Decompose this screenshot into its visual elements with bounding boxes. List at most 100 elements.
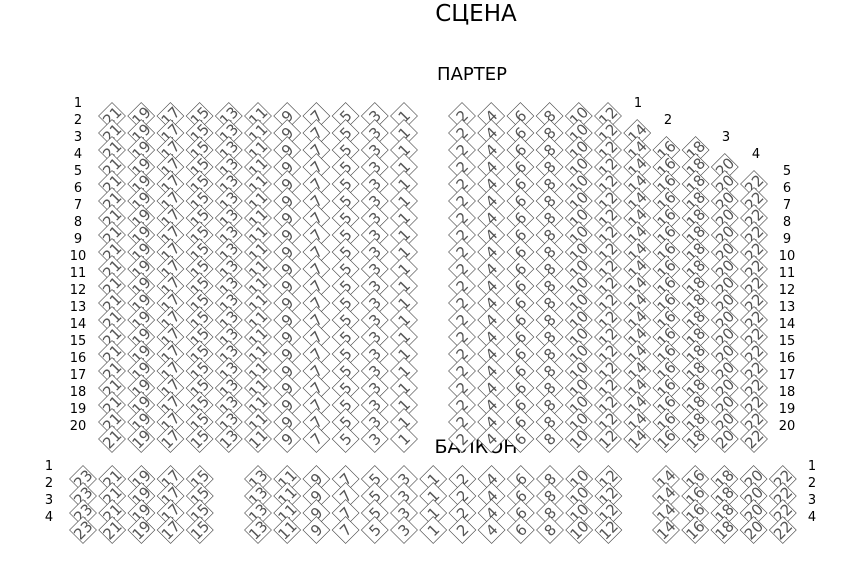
seat[interactable]: 7 [302, 102, 331, 130]
seat[interactable]: 1 [390, 102, 418, 130]
seat[interactable]: 8 [535, 272, 564, 300]
seat[interactable]: 4 [477, 221, 506, 249]
seat[interactable]: 20 [710, 425, 739, 453]
seat[interactable]: 3 [360, 204, 389, 232]
seat[interactable]: 6 [506, 102, 535, 130]
seat[interactable]: 15 [185, 516, 214, 544]
seat[interactable]: 2 [448, 238, 476, 266]
seat[interactable]: 5 [331, 153, 360, 181]
seat[interactable]: 6 [506, 306, 535, 334]
seat[interactable]: 6 [506, 170, 535, 198]
seat[interactable]: 3 [360, 221, 389, 249]
seat[interactable]: 6 [506, 516, 535, 544]
seat[interactable]: 4 [477, 289, 506, 317]
seat[interactable]: 7 [302, 204, 331, 232]
seat[interactable]: 3 [360, 289, 389, 317]
seat[interactable]: 8 [535, 119, 564, 147]
seat[interactable]: 2 [448, 255, 476, 283]
seat[interactable]: 1 [390, 255, 418, 283]
seat[interactable]: 5 [360, 516, 389, 544]
seat[interactable]: 9 [273, 136, 302, 164]
seat[interactable]: 21 [98, 425, 126, 453]
seat[interactable]: 2 [448, 340, 476, 368]
seat[interactable]: 23 [69, 516, 97, 544]
seat[interactable]: 17 [156, 516, 185, 544]
seat[interactable]: 6 [506, 289, 535, 317]
seat[interactable]: 8 [535, 340, 564, 368]
seat[interactable]: 2 [448, 306, 476, 334]
seat[interactable]: 4 [477, 153, 506, 181]
seat[interactable]: 3 [360, 425, 389, 453]
seat[interactable]: 8 [535, 221, 564, 249]
seat[interactable]: 5 [331, 306, 360, 334]
seat[interactable]: 3 [360, 255, 389, 283]
seat[interactable]: 8 [535, 170, 564, 198]
seat[interactable]: 3 [360, 170, 389, 198]
seat[interactable]: 8 [535, 255, 564, 283]
seat[interactable]: 5 [331, 102, 360, 130]
seat[interactable]: 3 [360, 306, 389, 334]
seat[interactable]: 4 [477, 238, 506, 266]
seat[interactable]: 3 [360, 102, 389, 130]
seat[interactable]: 3 [390, 516, 418, 544]
seat[interactable]: 14 [652, 516, 680, 544]
seat[interactable]: 9 [273, 204, 302, 232]
seat[interactable]: 22 [768, 516, 797, 544]
seat[interactable]: 19 [127, 516, 156, 544]
seat[interactable]: 6 [506, 323, 535, 351]
seat[interactable]: 1 [419, 516, 448, 544]
seat[interactable]: 2 [448, 170, 476, 198]
seat[interactable]: 5 [331, 255, 360, 283]
seat[interactable]: 8 [535, 238, 564, 266]
seat[interactable]: 3 [360, 153, 389, 181]
seat[interactable]: 19 [127, 425, 156, 453]
seat[interactable]: 9 [273, 119, 302, 147]
seat[interactable]: 9 [273, 306, 302, 334]
seat[interactable]: 5 [331, 425, 360, 453]
seat[interactable]: 18 [681, 425, 710, 453]
seat[interactable]: 9 [273, 238, 302, 266]
seat[interactable]: 3 [360, 272, 389, 300]
seat[interactable]: 6 [506, 136, 535, 164]
seat[interactable]: 7 [302, 272, 331, 300]
seat[interactable]: 5 [331, 187, 360, 215]
seat[interactable]: 13 [244, 516, 272, 544]
seat[interactable]: 4 [477, 170, 506, 198]
seat[interactable]: 3 [360, 323, 389, 351]
seat[interactable]: 1 [390, 272, 418, 300]
seat[interactable]: 21 [98, 516, 127, 544]
seat[interactable]: 9 [273, 170, 302, 198]
seat[interactable]: 8 [535, 102, 564, 130]
seat[interactable]: 5 [331, 204, 360, 232]
seat[interactable]: 8 [535, 204, 564, 232]
seat[interactable]: 7 [302, 119, 331, 147]
seat[interactable]: 9 [273, 255, 302, 283]
seat[interactable]: 2 [448, 119, 476, 147]
seat[interactable]: 8 [535, 289, 564, 317]
seat[interactable]: 8 [535, 187, 564, 215]
seat[interactable]: 4 [477, 516, 506, 544]
seat[interactable]: 6 [506, 119, 535, 147]
seat[interactable]: 8 [535, 153, 564, 181]
seat[interactable]: 1 [390, 119, 418, 147]
seat[interactable]: 2 [448, 136, 476, 164]
seat[interactable]: 4 [477, 102, 506, 130]
seat[interactable]: 7 [302, 221, 331, 249]
seat[interactable]: 2 [448, 187, 476, 215]
seat[interactable]: 7 [302, 340, 331, 368]
seat[interactable]: 6 [506, 187, 535, 215]
seat[interactable]: 4 [477, 306, 506, 334]
seat[interactable]: 15 [185, 425, 214, 453]
seat[interactable]: 1 [390, 187, 418, 215]
seat[interactable]: 5 [331, 221, 360, 249]
seat[interactable]: 1 [390, 221, 418, 249]
seat[interactable]: 7 [302, 187, 331, 215]
seat[interactable]: 2 [448, 272, 476, 300]
seat[interactable]: 5 [331, 136, 360, 164]
seat[interactable]: 6 [506, 238, 535, 266]
seat[interactable]: 16 [681, 516, 710, 544]
seat[interactable]: 14 [623, 425, 652, 453]
seat[interactable]: 9 [273, 153, 302, 181]
seat[interactable]: 9 [273, 425, 302, 453]
seat[interactable]: 12 [594, 516, 623, 544]
